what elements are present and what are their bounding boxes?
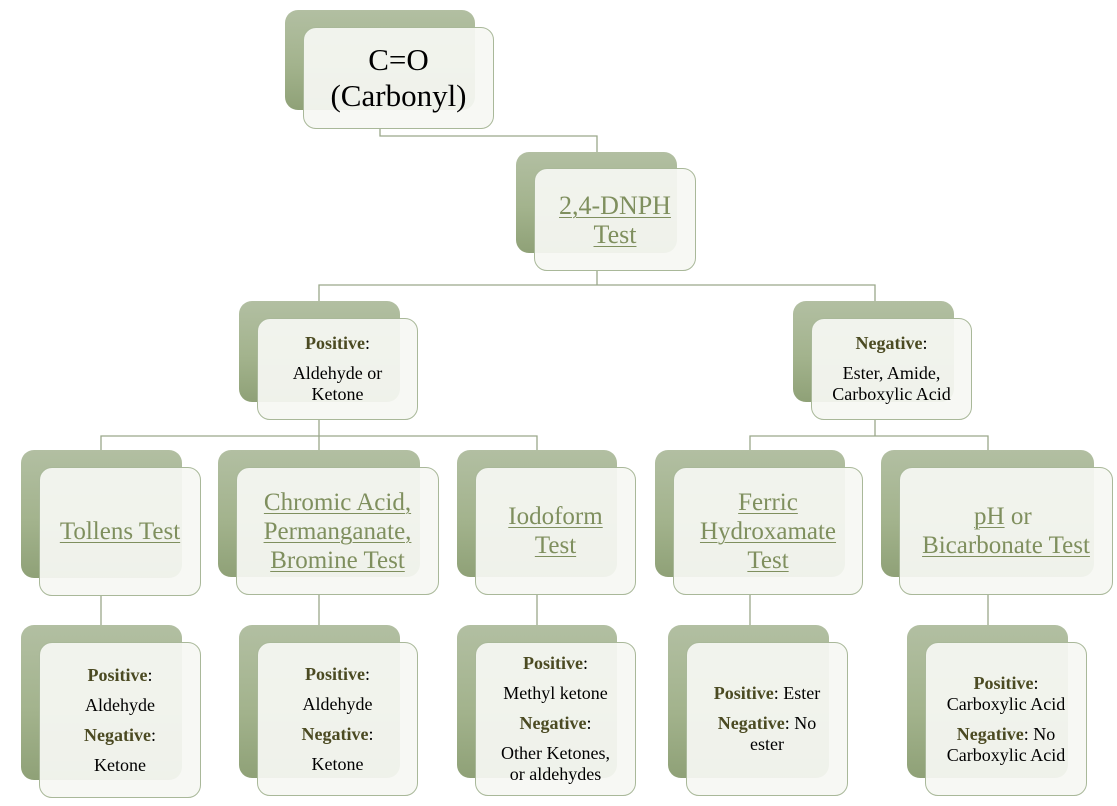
node-ferric-hydroxamate-test: Ferric Hydroxamate Test [673, 467, 863, 595]
node-iodoform-result: Positive Methyl ketone Negative Other Ke… [475, 642, 636, 796]
negative-label: Negative [302, 724, 374, 744]
or-text: or [1004, 503, 1038, 530]
negative-label: Negative [84, 725, 156, 745]
node-ph-result: Positive Carboxylic Acid Negative No Car… [925, 642, 1087, 796]
negative-value: No [1028, 723, 1056, 744]
root-line2: (Carbonyl) [330, 78, 467, 113]
node-ferric-result: Positive Ester Negative No ester [686, 642, 848, 796]
positive-value: Carboxylic Acid [946, 693, 1066, 714]
positive-value: Ketone [311, 384, 364, 404]
ferric-hydroxamate-link[interactable]: Test [747, 546, 789, 574]
negative-value: Ester, Amide, [842, 363, 941, 383]
node-positive-branch: Positive Aldehyde or Ketone [257, 318, 418, 420]
positive-label: Positive [87, 665, 152, 685]
connector-negative-bar [749, 435, 989, 450]
ferric-hydroxamate-link[interactable]: Ferric [738, 488, 798, 516]
negative-label: Negative [957, 724, 1029, 744]
negative-value: ester [750, 734, 784, 754]
connector-branch-bar [318, 284, 876, 301]
iodoform-test-link[interactable]: Test [534, 532, 577, 559]
positive-value: Aldehyde [85, 695, 155, 715]
node-tollens-test: Tollens Test [39, 467, 201, 596]
node-chromic-result: Positive Aldehyde Negative Ketone [257, 642, 418, 796]
negative-value: Carboxylic Acid [946, 744, 1066, 765]
positive-value: Aldehyde [302, 694, 373, 714]
node-iodoform-test: Iodoform Test [475, 467, 636, 595]
positive-value: Ester [778, 683, 821, 703]
dnph-test-link[interactable]: 2,4-DNPH [559, 190, 671, 220]
negative-value: Other Ketones, [501, 743, 610, 763]
root-line1: C=O [368, 42, 429, 77]
ferric-hydroxamate-link[interactable]: Hydroxamate [699, 517, 837, 545]
bromine-test-link[interactable]: Bromine Test [270, 546, 405, 574]
positive-value: Aldehyde or [292, 363, 383, 383]
negative-label: Negative [856, 333, 928, 353]
dnph-test-link[interactable]: Test [593, 219, 637, 249]
ph-link[interactable]: pH [974, 503, 1005, 530]
connector-root-dnph [379, 128, 598, 152]
tollens-test-link[interactable]: Tollens Test [59, 518, 181, 545]
positive-label: Positive [305, 333, 370, 353]
negative-value: Ketone [311, 754, 364, 774]
node-tollens-result: Positive Aldehyde Negative Ketone [39, 642, 201, 798]
negative-label: Negative [718, 713, 790, 733]
negative-value: or aldehydes [509, 764, 602, 784]
chromic-acid-link[interactable]: Chromic Acid, [263, 488, 412, 516]
negative-value: No [789, 713, 817, 733]
positive-label: Positive [305, 664, 370, 684]
node-dnph-test: 2,4-DNPH Test [534, 168, 696, 271]
negative-label: Negative [520, 713, 592, 733]
positive-value: Methyl ketone [503, 683, 608, 703]
negative-value: Carboxylic Acid [832, 384, 951, 404]
permanganate-link[interactable]: Permanganate, [263, 517, 412, 545]
node-ph-bicarbonate-test: pH or Bicarbonate Test [899, 467, 1113, 595]
node-negative-branch: Negative Ester, Amide, Carboxylic Acid [811, 318, 972, 420]
positive-label: Positive [714, 683, 779, 703]
iodoform-test-link[interactable]: Iodoform [508, 503, 603, 530]
bicarbonate-test-link[interactable]: Bicarbonate Test [922, 532, 1090, 559]
node-chromic-acid-test: Chromic Acid, Permanganate, Bromine Test [236, 467, 439, 595]
negative-value: Ketone [94, 755, 146, 775]
positive-label: Positive [523, 653, 588, 673]
node-carbonyl: C=O (Carbonyl) [303, 27, 494, 129]
positive-label: Positive [973, 673, 1038, 693]
